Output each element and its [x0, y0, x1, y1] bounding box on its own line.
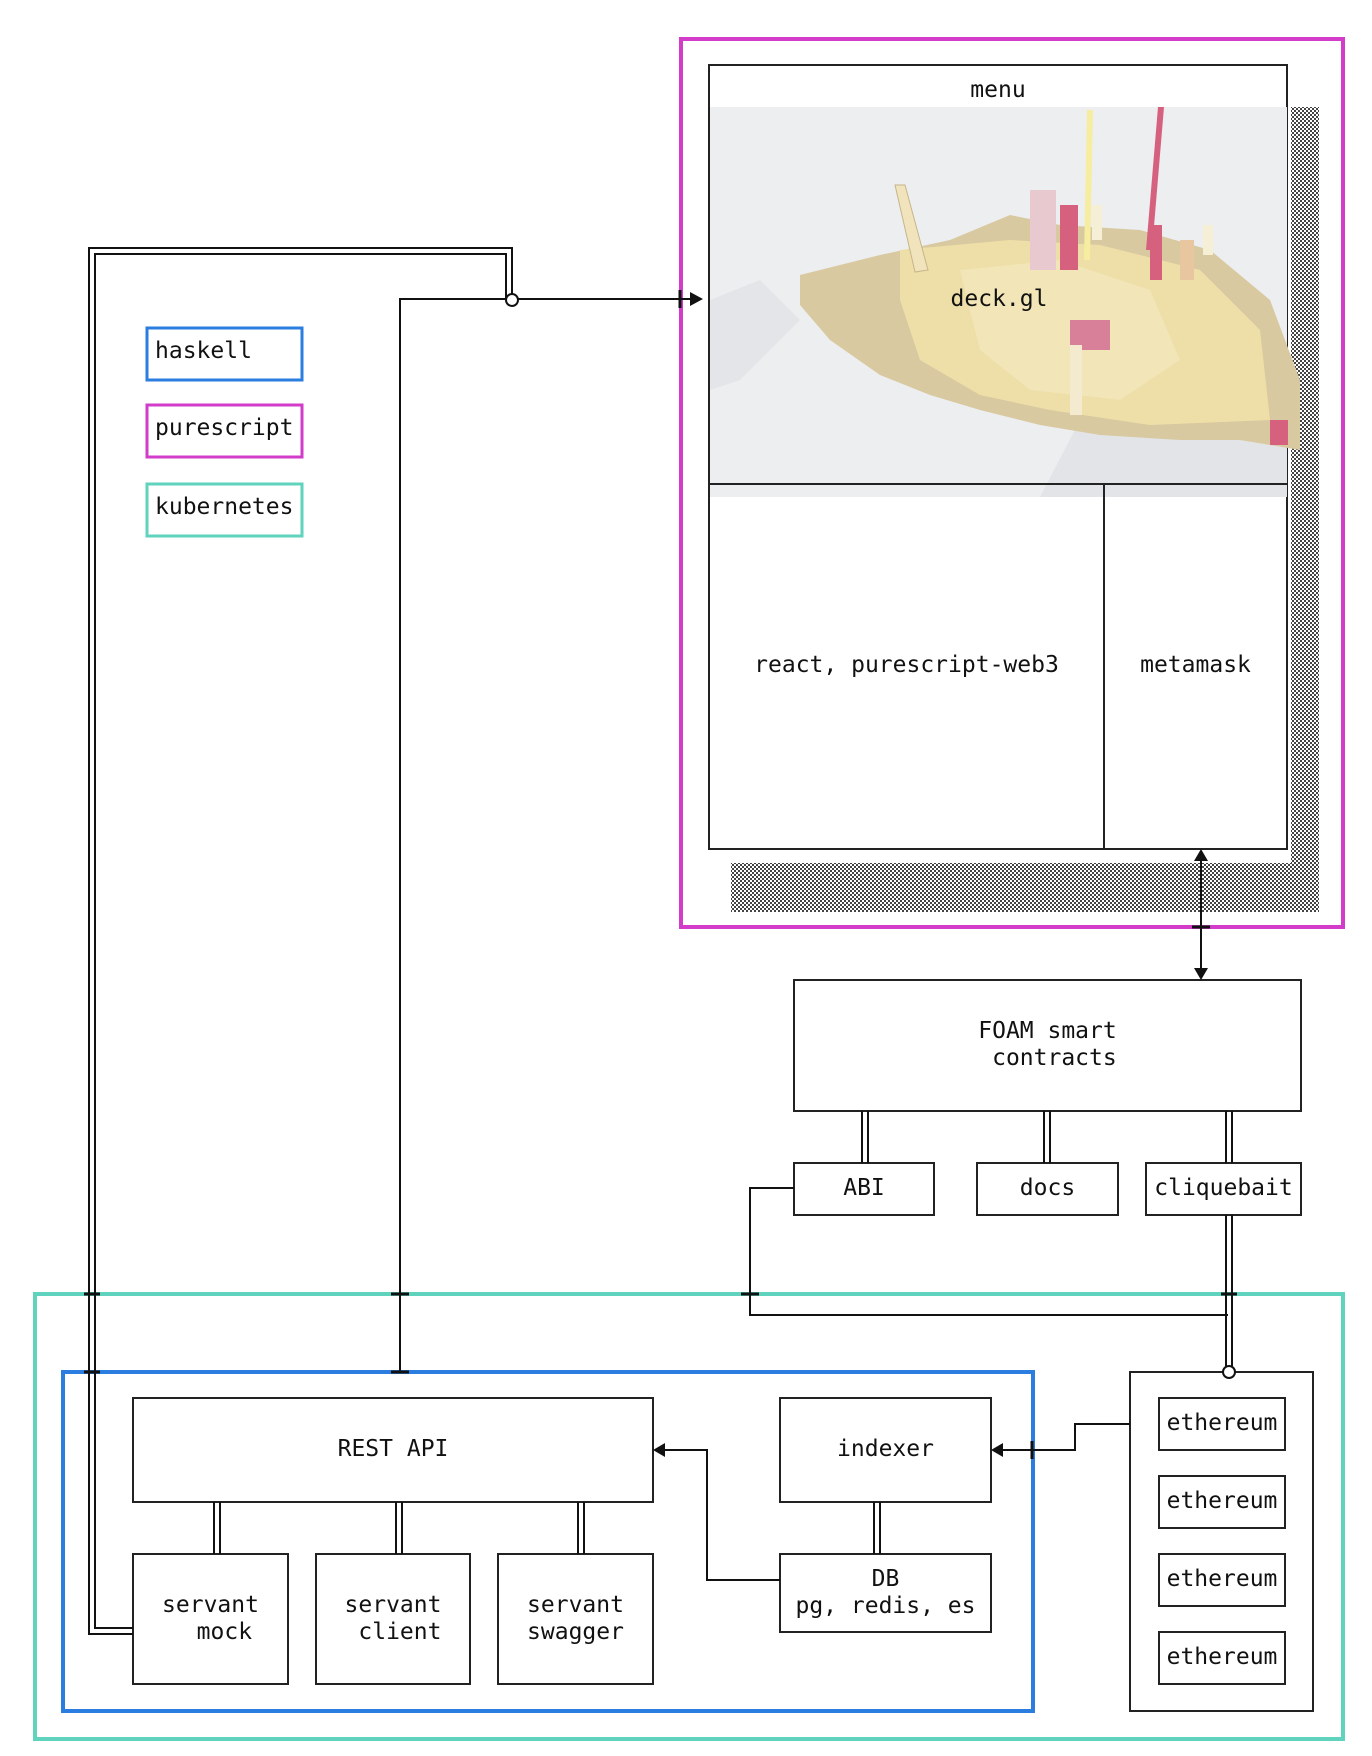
map-label: deck.gl	[950, 286, 1048, 312]
ethereum-node-box	[1158, 1397, 1286, 1451]
indexer-label: indexer	[837, 1436, 934, 1462]
cliquebait-label: cliquebait	[1154, 1175, 1293, 1201]
frontend-shadow-right	[1291, 107, 1319, 912]
servant-mock-box	[132, 1553, 289, 1685]
servant-swagger-label: servant swagger	[527, 1592, 624, 1645]
ethereum-node-box	[1158, 1631, 1286, 1685]
servant-mock-label: servant mock	[162, 1592, 259, 1645]
rest-api-box	[132, 1397, 654, 1503]
foam-contracts-label: FOAM smart contracts	[978, 1018, 1117, 1071]
abi-box	[793, 1162, 935, 1216]
ethereum-node-label: ethereum	[1166, 1566, 1278, 1592]
legend-purescript-swatch	[145, 403, 304, 459]
legend-haskell-swatch	[145, 326, 304, 382]
ethereum-node-box	[1158, 1475, 1286, 1529]
arrowheads	[653, 292, 1208, 1457]
abi-label: ABI	[843, 1175, 885, 1201]
foam-contracts-box	[793, 979, 1302, 1112]
junction-dot	[505, 293, 519, 307]
legend-purescript-label: purescript	[155, 415, 294, 441]
db-label: DB pg, redis, es	[795, 1566, 976, 1619]
indexer-box	[779, 1397, 992, 1503]
legend-kubernetes-label: kubernetes	[155, 494, 294, 520]
servant-swagger-box	[497, 1553, 654, 1685]
purescript-group-border	[679, 37, 1345, 929]
map-illustration	[710, 107, 1300, 497]
app-label: react, purescript-web3	[754, 652, 1059, 678]
haskell-group-border	[61, 1370, 1035, 1713]
ethereum-node-label: ethereum	[1166, 1644, 1278, 1670]
connector-ticks	[84, 290, 1237, 1459]
cliquebait-box	[1145, 1162, 1302, 1216]
wallet-label: metamask	[1140, 652, 1251, 678]
db-box	[779, 1553, 992, 1633]
rest-api-label: REST API	[337, 1436, 449, 1462]
legend-haskell-label: haskell	[155, 338, 252, 364]
ethereum-node-box	[1158, 1553, 1286, 1607]
ethereum-node-label: ethereum	[1166, 1488, 1278, 1514]
docs-box	[976, 1162, 1119, 1216]
connectors	[88, 247, 1233, 1635]
kubernetes-group-border	[33, 1292, 1345, 1741]
legend-kubernetes-swatch	[145, 482, 304, 538]
docs-label: docs	[1019, 1175, 1076, 1201]
servant-client-label: servant client	[344, 1592, 442, 1645]
menu-label: menu	[970, 77, 1026, 103]
ethereum-node-label: ethereum	[1166, 1410, 1278, 1436]
frontend-shadow-bottom	[731, 863, 1319, 912]
servant-client-box	[315, 1553, 471, 1685]
junction-dot	[1222, 1365, 1236, 1379]
